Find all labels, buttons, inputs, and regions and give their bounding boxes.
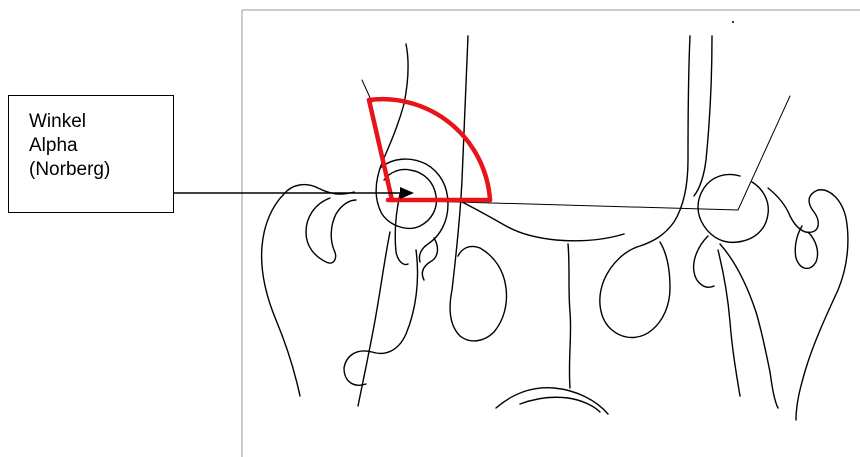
label-line-2: Alpha (29, 134, 110, 158)
annotation-label-box: Winkel Alpha (Norberg) (8, 95, 174, 213)
left-pelvic-brim (462, 202, 624, 241)
right-ilium-outline (768, 188, 848, 420)
right-ilium-line (694, 36, 712, 196)
left-femur-medial-line (344, 250, 418, 385)
left-sacral-line (450, 36, 506, 341)
sacral-body-outline (496, 388, 608, 414)
frame-lines (242, 10, 860, 457)
right-femur-line (718, 250, 740, 396)
arrow-head-icon (400, 187, 414, 199)
sacral-body-inner (520, 397, 600, 412)
central-spinal-line (568, 244, 571, 388)
right-sacral-line (600, 36, 690, 338)
pelvis-outline (262, 36, 848, 420)
right-femur-medial (720, 244, 778, 408)
left-femur-lower-line (358, 232, 390, 406)
left-acetabulum-curve (422, 238, 437, 280)
right-acetabulum-inner (694, 236, 714, 287)
right-acetabulum-rim (698, 175, 768, 243)
label-line-3: (Norberg) (29, 158, 110, 182)
pointer-arrow (174, 187, 414, 199)
label-line-1: Winkel (29, 110, 110, 134)
dot-mark (732, 21, 734, 23)
left-ilium-wing (306, 198, 356, 263)
annotation-label: Winkel Alpha (Norberg) (29, 110, 110, 182)
angle-arm-upper (369, 100, 392, 200)
left-femur-inner-line (395, 194, 408, 265)
left-ilium-outline (262, 185, 354, 396)
